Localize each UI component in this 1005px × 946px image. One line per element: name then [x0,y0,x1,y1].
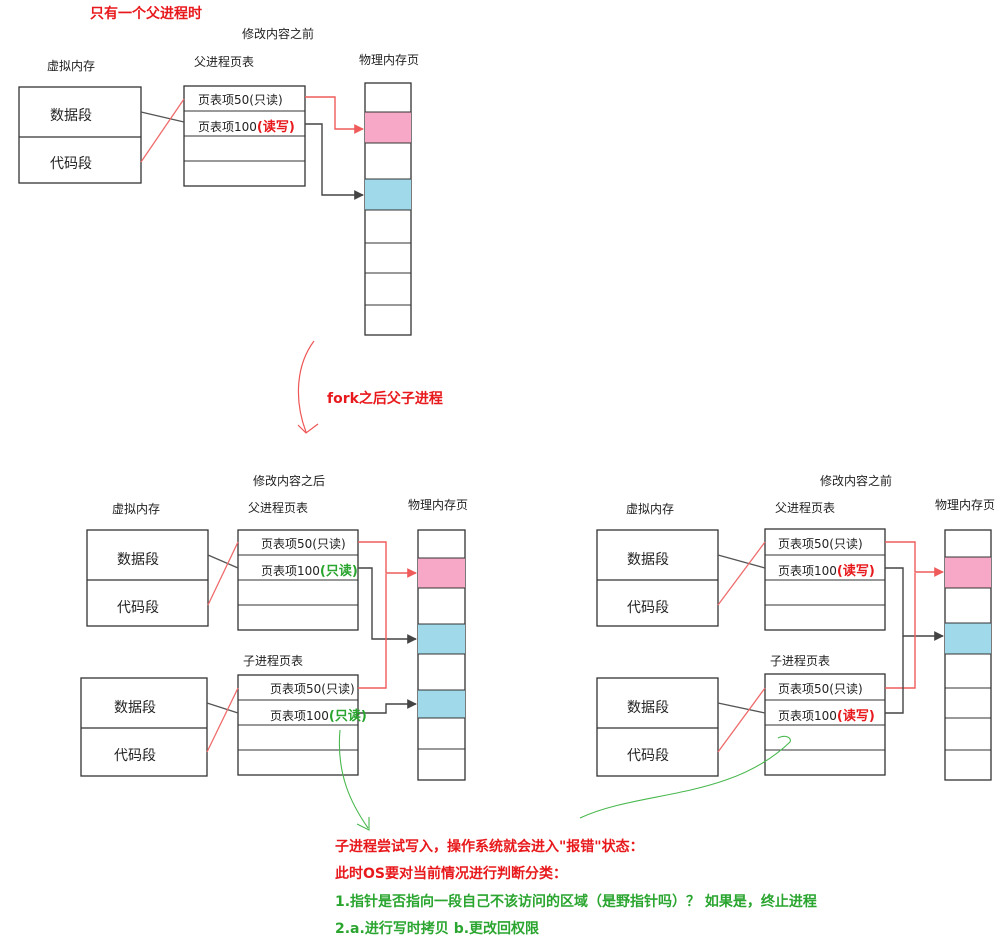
right-vm-header: 虚拟内存 [626,502,675,516]
left-arrow-parent-pte100 [358,567,417,644]
right-child-vm-seg-data: 数据段 [627,700,669,716]
left-parent-pte100: 页表项100(只读) [261,564,358,579]
fork-arrow [297,340,315,433]
right-panel [596,528,992,781]
right-parent-pte50: 页表项50(只读) [778,537,863,551]
left-parent-pte50: 页表项50(只读) [261,537,346,551]
top-phys-page-pink [365,112,411,143]
left-child-vm-box [80,677,208,777]
top-vm-box [18,86,142,184]
top-panel [18,82,412,336]
left-vm-header: 虚拟内存 [112,502,161,516]
left-vm-seg-code: 代码段 [117,600,159,616]
left-phys-header: 物理内存页 [408,498,469,512]
left-parent-pt-header: 父进程页表 [248,501,309,515]
right-vm-seg-data: 数据段 [627,552,669,568]
right-phys-column [944,529,992,781]
right-phys-header: 物理内存页 [935,498,996,512]
green-curve-right [579,735,791,819]
note-line-4: 2.a.进行写时拷贝 b.更改回权限 [335,921,540,937]
left-vm-box [86,529,209,627]
left-vm-seg-data: 数据段 [117,552,159,568]
right-arrow-child-pte100 [885,636,904,714]
left-phys-column [417,529,466,781]
left-arrow-child-pte50 [358,574,387,689]
top-arrow-pte100 [305,123,364,200]
right-parent-pt-header: 父进程页表 [775,501,836,515]
note-line-2: 此时OS要对当前情况进行判断分类： [335,866,567,882]
top-map-code [140,98,185,163]
left-arrow-parent-pte50 [358,541,417,578]
right-arrow-parent-pte50 [885,541,944,577]
top-arrow-pte50 [305,96,364,134]
left-stage-label: 修改内容之后 [253,474,326,488]
left-child-pt-header: 子进程页表 [243,654,304,668]
top-pt-header: 父进程页表 [194,55,255,69]
green-curve-left [338,729,369,829]
note-line-1: 子进程尝试写入，操作系统就会进入"报错"状态： [335,839,644,855]
top-phys-page-blue [365,179,411,210]
right-child-pte100: 页表项100(读写) [778,709,875,724]
right-parent-pte100: 页表项100(读写) [778,564,875,579]
left-child-vm-seg-data: 数据段 [114,700,156,716]
fork-label: fork之后父子进程 [327,391,443,407]
right-arrow-parent-pte100 [885,567,944,641]
top-phys-header: 物理内存页 [359,53,420,67]
right-child-vm-box [596,677,719,777]
top-title: 只有一个父进程时 [90,6,202,22]
left-panel [80,529,466,781]
right-child-pte50: 页表项50(只读) [778,682,863,696]
top-pte100: 页表项100(读写) [198,120,295,135]
right-vm-seg-code: 代码段 [627,600,669,616]
top-pte50: 页表项50(只读) [198,93,283,107]
right-child-pt-header: 子进程页表 [770,654,831,668]
right-arrow-child-pte50 [885,573,916,689]
left-child-pte50: 页表项50(只读) [270,682,355,696]
top-map-data [140,111,185,123]
right-child-vm-seg-code: 代码段 [627,748,669,764]
top-vm-header: 虚拟内存 [47,59,96,73]
left-child-pte100: 页表项100(只读) [270,709,367,724]
left-arrow-child-pte100 [358,699,417,714]
right-stage-label: 修改内容之前 [820,474,893,488]
right-phys-page-blue [945,623,991,654]
left-child-vm-seg-code: 代码段 [114,748,156,764]
right-vm-box [596,529,719,627]
top-vm-seg-code: 代码段 [50,156,92,172]
left-phys-page-blue1 [418,624,465,654]
right-phys-page-pink [945,557,991,588]
left-phys-page-pink [418,558,465,588]
note-line-3: 1.指针是否指向一段自己不该访问的区域（是野指针吗）？ 如果是，终止进程 [335,894,817,910]
left-phys-page-blue2 [418,690,465,718]
top-vm-seg-data: 数据段 [50,108,92,124]
top-stage-label: 修改内容之前 [242,27,315,41]
